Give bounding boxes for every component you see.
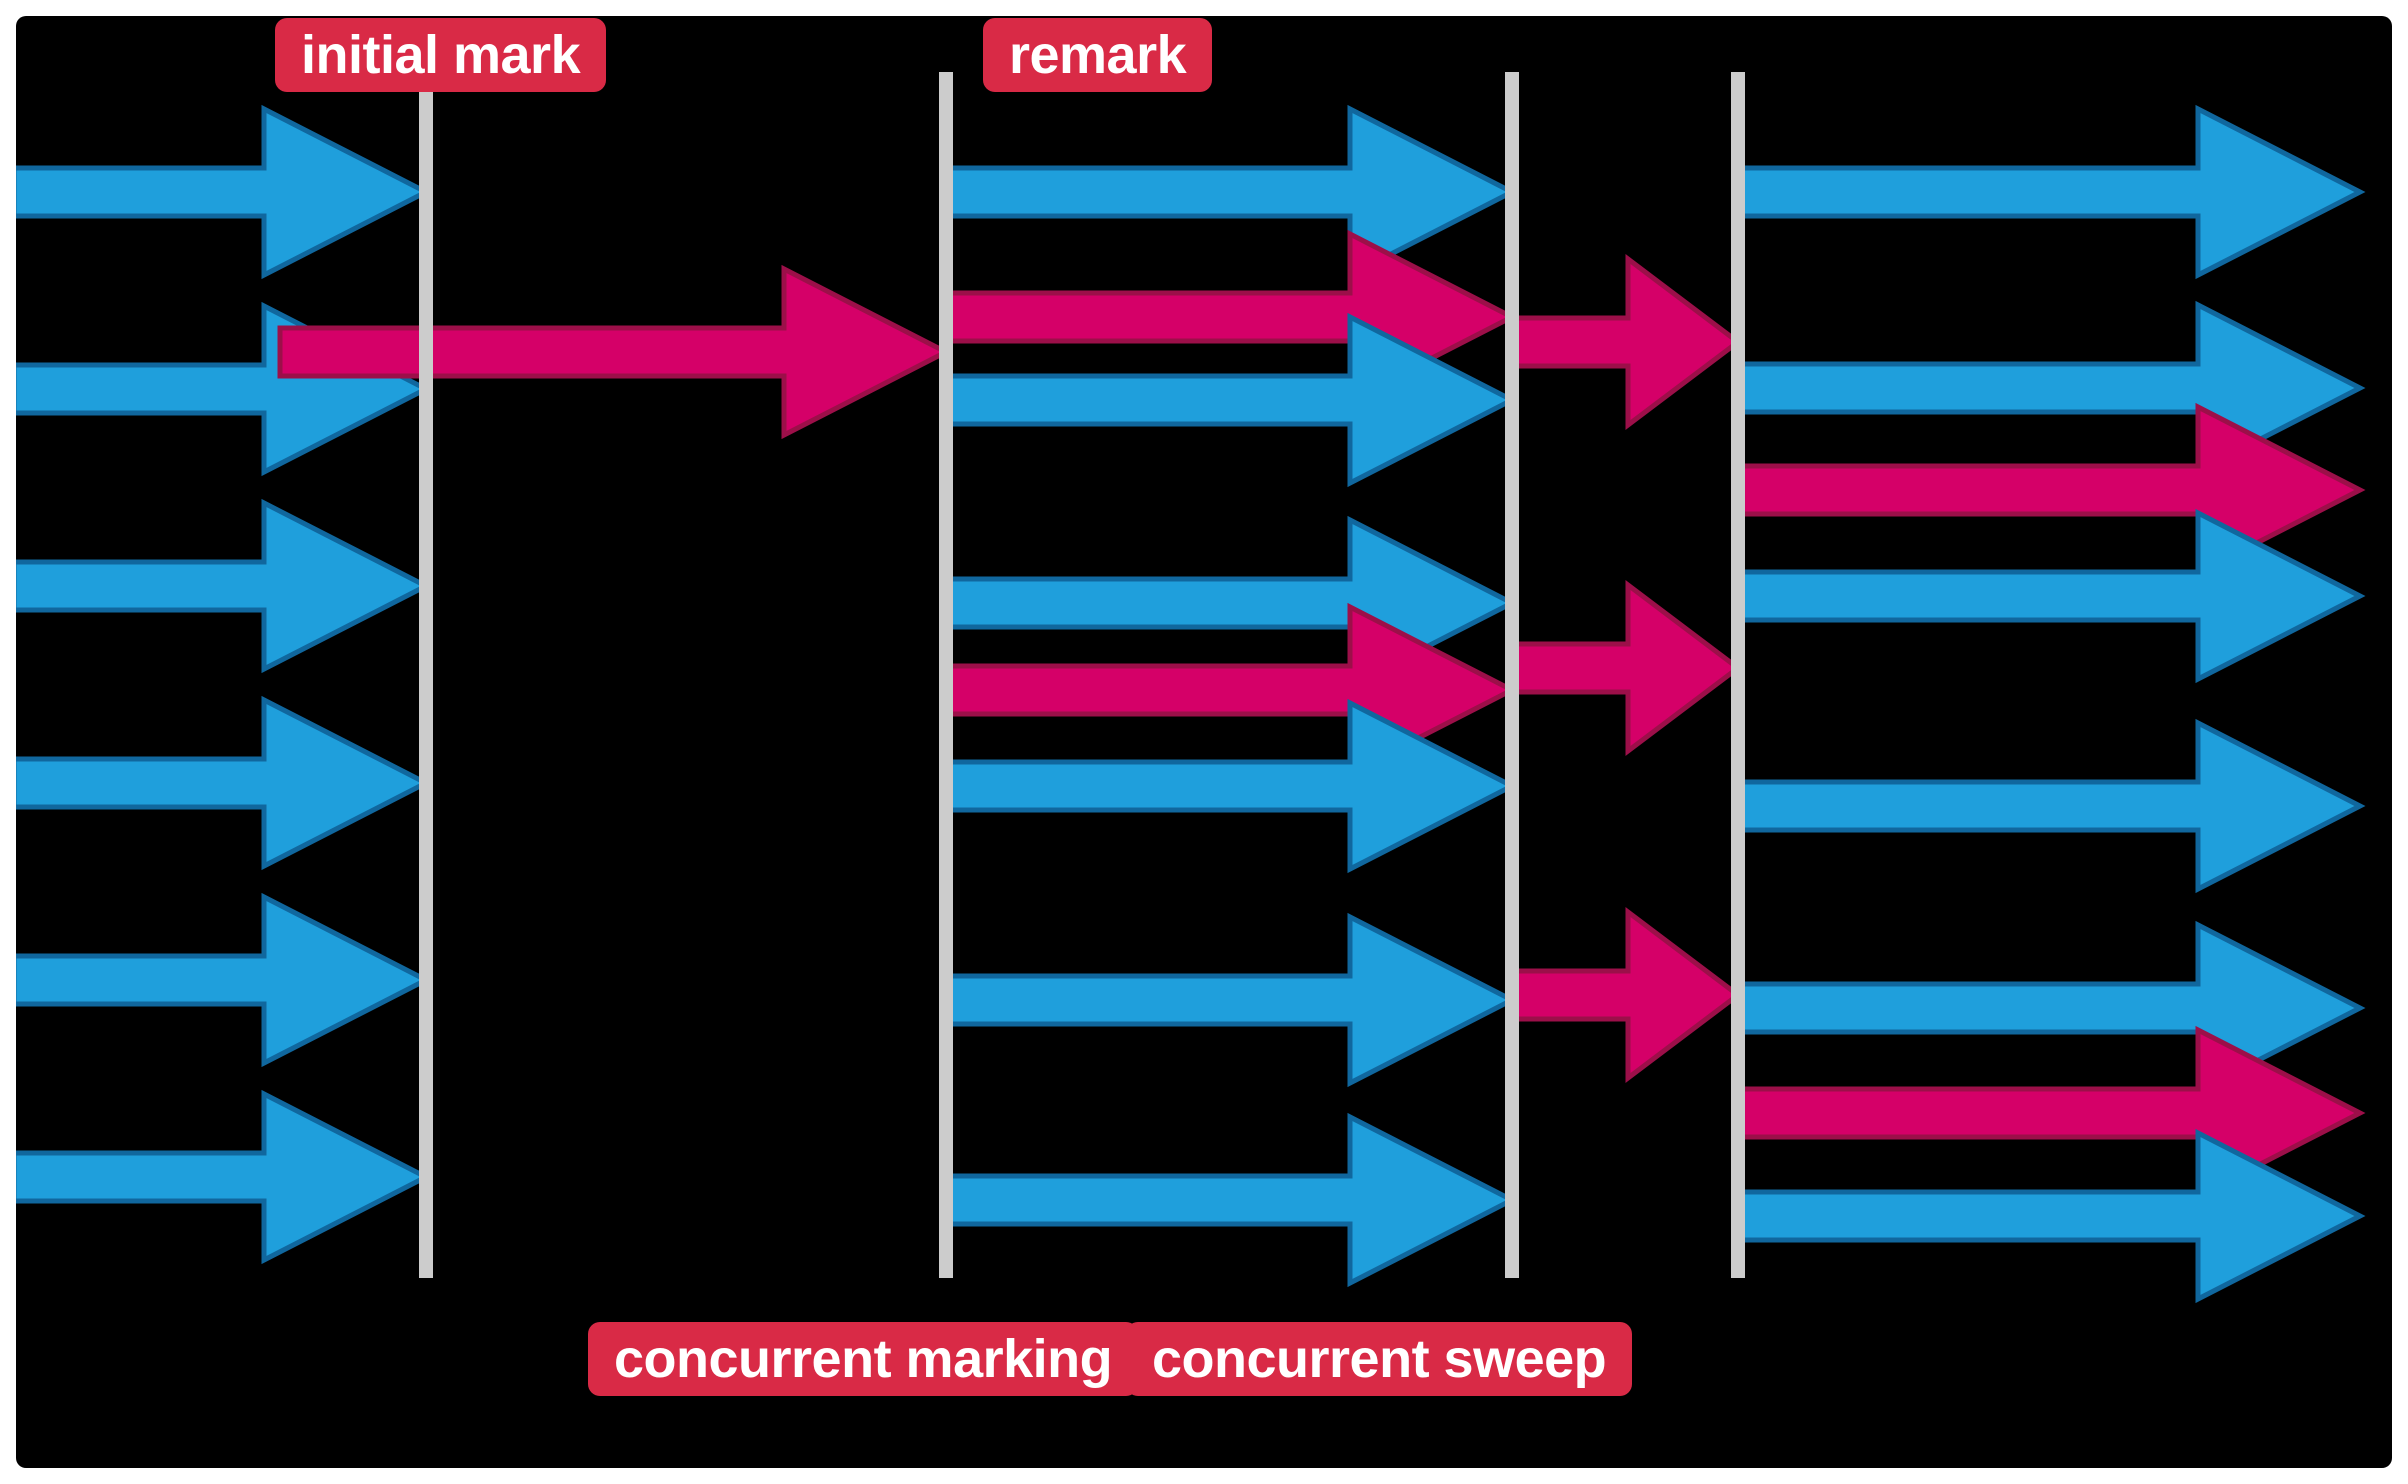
gc-thread-remark-2-arrow [1509,579,1743,757]
app-thread-1-segment-3-arrow [1735,104,2366,280]
phase-label-concurrent-sweep: concurrent sweep [1126,1322,1633,1396]
app-thread-1-segment-2-arrow [943,104,1518,280]
app-thread-3-segment-1-arrow [16,498,432,674]
app-thread-4-segment-2-arrow [943,698,1518,874]
gc-thread-initial-mark-arrow [277,264,952,440]
app-thread-4-segment-1-arrow [16,695,432,871]
app-thread-3-segment-3-arrow [1735,508,2366,684]
safepoint-line-3 [1505,72,1519,1278]
phase-label-initial-mark: initial mark [275,18,607,92]
app-thread-6-segment-3-arrow [1735,1128,2366,1304]
phase-label-concurrent-marking: concurrent marking [588,1322,1139,1396]
safepoint-line-4 [1731,72,1745,1278]
gc-thread-remark-3-arrow [1509,906,1743,1084]
app-thread-5-segment-1-arrow [16,892,432,1068]
safepoint-line-1 [419,72,433,1278]
arrows-layer [16,72,2366,1304]
phase-label-remark: remark [983,18,1213,92]
app-thread-6-segment-2-arrow [943,1112,1518,1288]
app-thread-6-segment-1-arrow [16,1089,432,1265]
app-thread-5-segment-2-arrow [943,912,1518,1088]
diagram-canvas [16,16,2392,1468]
app-thread-2-segment-2-arrow [943,312,1518,488]
safepoint-line-2 [939,72,953,1278]
app-thread-1-segment-1-arrow [16,104,432,280]
app-thread-4-segment-3-arrow [1735,718,2366,894]
gc-thread-remark-1-arrow [1509,253,1743,431]
